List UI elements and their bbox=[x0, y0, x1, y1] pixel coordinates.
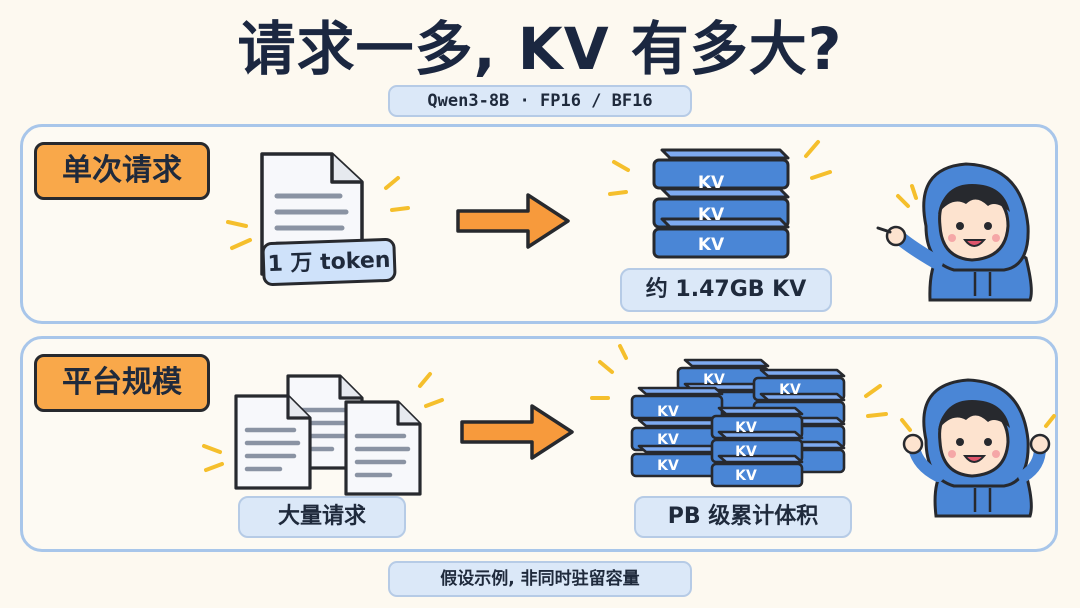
kv-block-label: KV bbox=[698, 173, 725, 193]
arrow-right-icon bbox=[456, 193, 570, 249]
kv-block-label: KV bbox=[779, 382, 801, 398]
kv-block-label: KV bbox=[657, 404, 679, 420]
section-tag-single-request: 单次请求 bbox=[34, 142, 210, 200]
footnote-badge: 假设示例, 非同时驻留容量 bbox=[388, 561, 692, 597]
model-subtitle-badge: Qwen3-8B · FP16 / BF16 bbox=[388, 85, 692, 117]
hooded-character-pointing-icon bbox=[876, 162, 1033, 302]
token-count-label: 1 万 token bbox=[261, 237, 397, 287]
sparkle-icon bbox=[896, 184, 918, 208]
kv-block-label: KV bbox=[735, 444, 757, 460]
arrow-right-icon bbox=[460, 404, 574, 460]
kv-block-label: KV bbox=[657, 458, 679, 474]
kv-block-label: KV bbox=[657, 432, 679, 448]
sparkle-icon bbox=[226, 176, 410, 250]
kv-block-label: KV bbox=[735, 468, 757, 484]
sparkle-icon bbox=[202, 372, 444, 472]
hooded-character-cheering-icon bbox=[902, 378, 1051, 518]
page-title: 请求一多, KV 有多大? bbox=[237, 15, 843, 83]
multiple-documents-icon bbox=[236, 376, 420, 494]
sparkle-icon bbox=[590, 344, 888, 418]
kv-size-label: 约 1.47GB KV bbox=[620, 268, 832, 312]
kv-block-label: KV bbox=[703, 372, 725, 388]
section-tag-platform-scale: 平台规模 bbox=[34, 354, 210, 412]
sparkle-icon bbox=[608, 140, 832, 196]
many-requests-label: 大量请求 bbox=[238, 496, 406, 538]
kv-block-label: KV bbox=[698, 205, 725, 225]
pb-scale-label: PB 级累计体积 bbox=[634, 496, 852, 538]
sparkle-icon bbox=[900, 414, 1056, 432]
kv-block-label: KV bbox=[735, 420, 757, 436]
kv-block-label: KV bbox=[698, 235, 725, 255]
